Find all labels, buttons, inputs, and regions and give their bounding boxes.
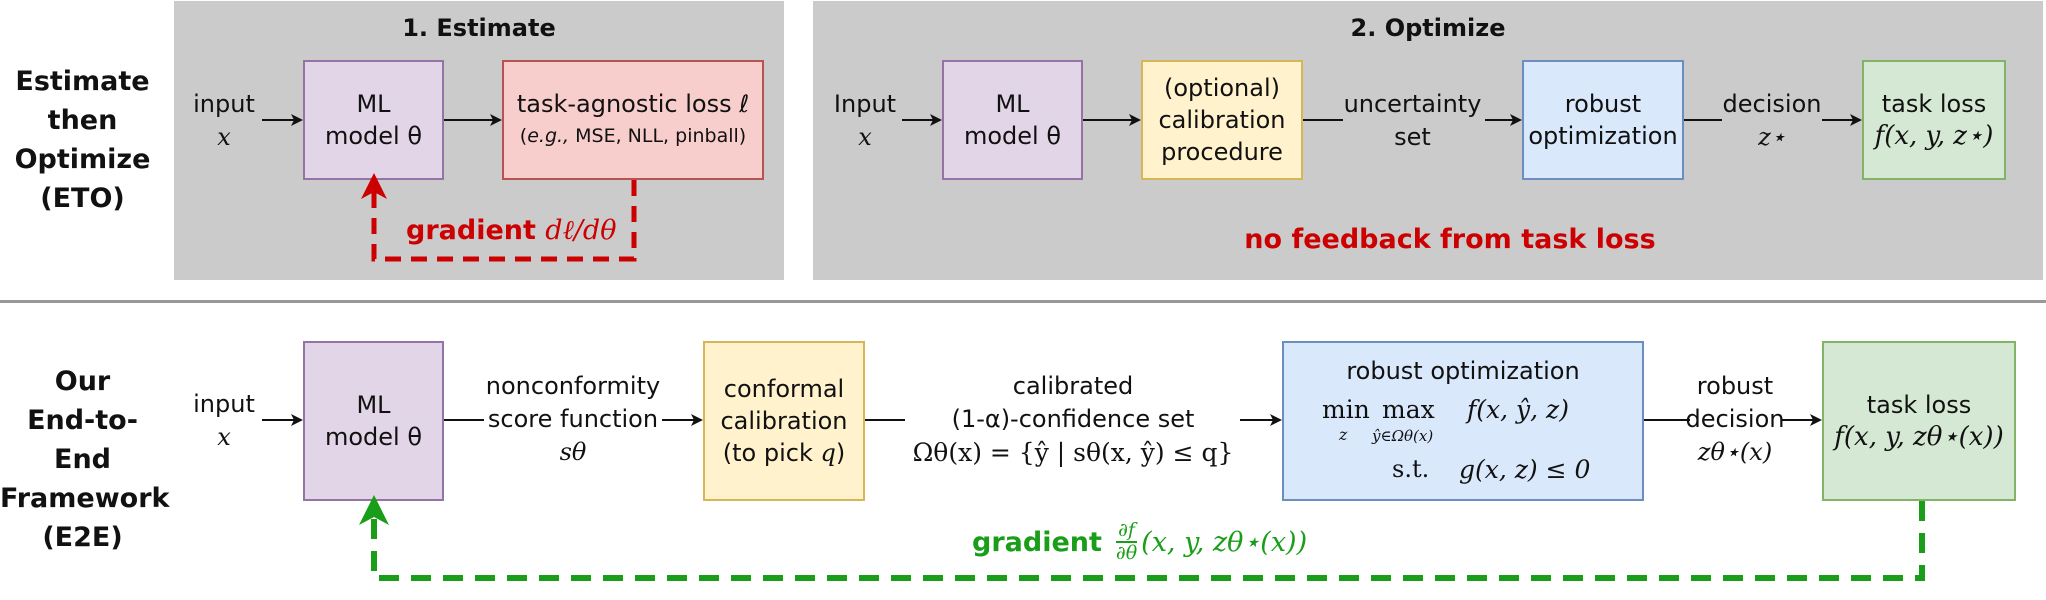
estimate-panel-title: 1. Estimate — [402, 14, 556, 42]
robust-min-sub: z — [1339, 425, 1348, 444]
conformal-line: calibration — [720, 407, 848, 435]
input-var: x — [858, 123, 872, 151]
calibrated-line: calibrated — [1012, 372, 1134, 400]
e2e-row-title: Our End-to-End Framework (E2E) — [0, 362, 170, 557]
calibration-line: (optional) — [1164, 74, 1280, 102]
task-loss-label: task loss — [1866, 391, 1972, 419]
model-theta-label: model θ — [963, 122, 1062, 150]
calibrated-line: (1-α)-confidence set — [951, 405, 1195, 433]
e2e-title-line: Our — [54, 366, 111, 397]
fraction-denominator: ∂θ — [1115, 542, 1138, 564]
gradient-args: (x, y, zθ⋆(x)) — [1141, 526, 1308, 558]
ml-label: ML — [995, 90, 1030, 118]
calibrated-confidence-set-label: calibrated (1-α)-confidence set Ωθ(x) = … — [893, 370, 1253, 469]
e2e-task-loss-box: task loss f(x, y, zθ⋆(x)) — [1822, 341, 2016, 501]
task-loss-math: f(x, y, zθ⋆(x)) — [1834, 422, 2004, 452]
robust-title: robust optimization — [1346, 357, 1580, 385]
calibration-line: calibration — [1158, 106, 1286, 134]
estimate-gradient-label: gradient dℓ/dθ — [406, 215, 616, 246]
gradient-word: gradient — [972, 526, 1102, 558]
eto-optimize-ml-model-box: ML model θ — [942, 60, 1083, 180]
eto-title-line: (ETO) — [40, 183, 125, 214]
decision-var: z⋆ — [1758, 123, 1786, 151]
model-theta-label: model θ — [324, 122, 423, 150]
uncertainty-line: uncertainty — [1343, 90, 1482, 118]
nonconformity-score-label: nonconformity score function sθ — [468, 370, 678, 469]
loss-examples-rest: MSE, NLL, pinball) — [569, 125, 747, 147]
eto-robust-optimization-box: robust optimization — [1522, 60, 1684, 180]
e2e-gradient-label: gradient ∂f ∂θ (x, y, zθ⋆(x)) — [972, 512, 1307, 572]
e2e-robust-optimization-box: robust optimization min z max ŷ∈Ωθ(x) f(… — [1282, 341, 1644, 501]
loss-examples: (e.g., MSE, NLL, pinball) — [519, 125, 747, 147]
eto-estimate-ml-model-box: ML model θ — [303, 60, 444, 180]
e2e-title-line: End-to-End — [27, 405, 138, 475]
robust-min: min — [1322, 395, 1370, 424]
pick-end: ) — [835, 439, 846, 467]
input-var: x — [217, 423, 231, 451]
pick-text: (to pick — [722, 439, 821, 467]
eto-title-line: then — [47, 105, 118, 136]
e2e-input-label: input x — [184, 388, 264, 454]
pick-var: q — [820, 439, 836, 467]
task-agnostic-loss-box: task-agnostic loss ℓ (e.g., MSE, NLL, pi… — [502, 60, 764, 180]
decision-label: decision z⋆ — [1712, 88, 1832, 154]
decision-text: decision — [1722, 90, 1822, 118]
optional-calibration-box: (optional) calibration procedure — [1141, 60, 1303, 180]
eto-title-line: Estimate — [15, 66, 150, 97]
uncertainty-set-label: uncertainty set — [1330, 88, 1495, 154]
robust-decision-var: zθ⋆(x) — [1697, 438, 1773, 466]
robust-line: robust — [1564, 90, 1642, 118]
optimize-input-label: Input x — [820, 88, 910, 154]
e2e-title-line: Framework — [0, 483, 170, 514]
loss-title: task-agnostic loss ℓ — [516, 90, 750, 118]
model-theta-label: model θ — [324, 423, 423, 451]
loss-eg: e.g., — [527, 125, 570, 147]
eto-input-label: input x — [184, 88, 264, 154]
input-var: x — [217, 123, 231, 151]
robust-objective: f(x, ŷ, z) — [1467, 395, 1569, 424]
task-loss-math: f(x, y, z⋆) — [1874, 121, 1994, 151]
e2e-title-line: (E2E) — [42, 522, 123, 553]
input-text: input — [193, 90, 255, 118]
no-feedback-label: no feedback from task loss — [1244, 224, 1656, 255]
ml-label: ML — [356, 90, 391, 118]
robust-constraint: g(x, z) ≤ 0 — [1459, 455, 1591, 484]
robust-decision-line: decision — [1685, 405, 1785, 433]
calibration-line: procedure — [1161, 138, 1283, 166]
calibrated-math: Ωθ(x) = {ŷ | sθ(x, ŷ) ≤ q} — [912, 438, 1234, 467]
ml-label: ML — [356, 391, 391, 419]
conformal-pick: (to pick q) — [723, 437, 845, 469]
robust-decision-line: robust — [1696, 372, 1774, 400]
gradient-fraction: ∂f ∂θ — [1116, 520, 1137, 564]
eto-row-title: Estimate then Optimize (ETO) — [0, 62, 165, 218]
score-line: score function — [487, 405, 659, 433]
task-loss-label: task loss — [1881, 90, 1987, 118]
uncertainty-line: set — [1394, 123, 1431, 151]
optimize-panel-title: 2. Optimize — [1350, 14, 1506, 42]
robust-line: optimization — [1528, 122, 1678, 150]
e2e-ml-model-box: ML model θ — [303, 341, 444, 501]
conformal-calibration-box: conformal calibration (to pick q) — [703, 341, 865, 501]
score-var: sθ — [559, 438, 587, 466]
eto-task-loss-box: task loss f(x, y, z⋆) — [1862, 60, 2006, 180]
robust-max: max — [1382, 395, 1435, 424]
gradient-math: dℓ/dθ — [545, 215, 617, 246]
gradient-word: gradient — [406, 215, 546, 246]
robust-decision-label: robust decision zθ⋆(x) — [1660, 370, 1810, 469]
robust-max-sub: ŷ∈Ωθ(x) — [1372, 427, 1434, 445]
robust-st: s.t. — [1392, 455, 1430, 483]
input-text: input — [193, 390, 255, 418]
fraction-numerator: ∂f — [1116, 519, 1137, 543]
score-line: nonconformity — [485, 372, 661, 400]
eto-title-line: Optimize — [14, 144, 151, 175]
row-separator — [0, 300, 2046, 303]
input-text: Input — [833, 90, 897, 118]
conformal-line: conformal — [723, 375, 845, 403]
